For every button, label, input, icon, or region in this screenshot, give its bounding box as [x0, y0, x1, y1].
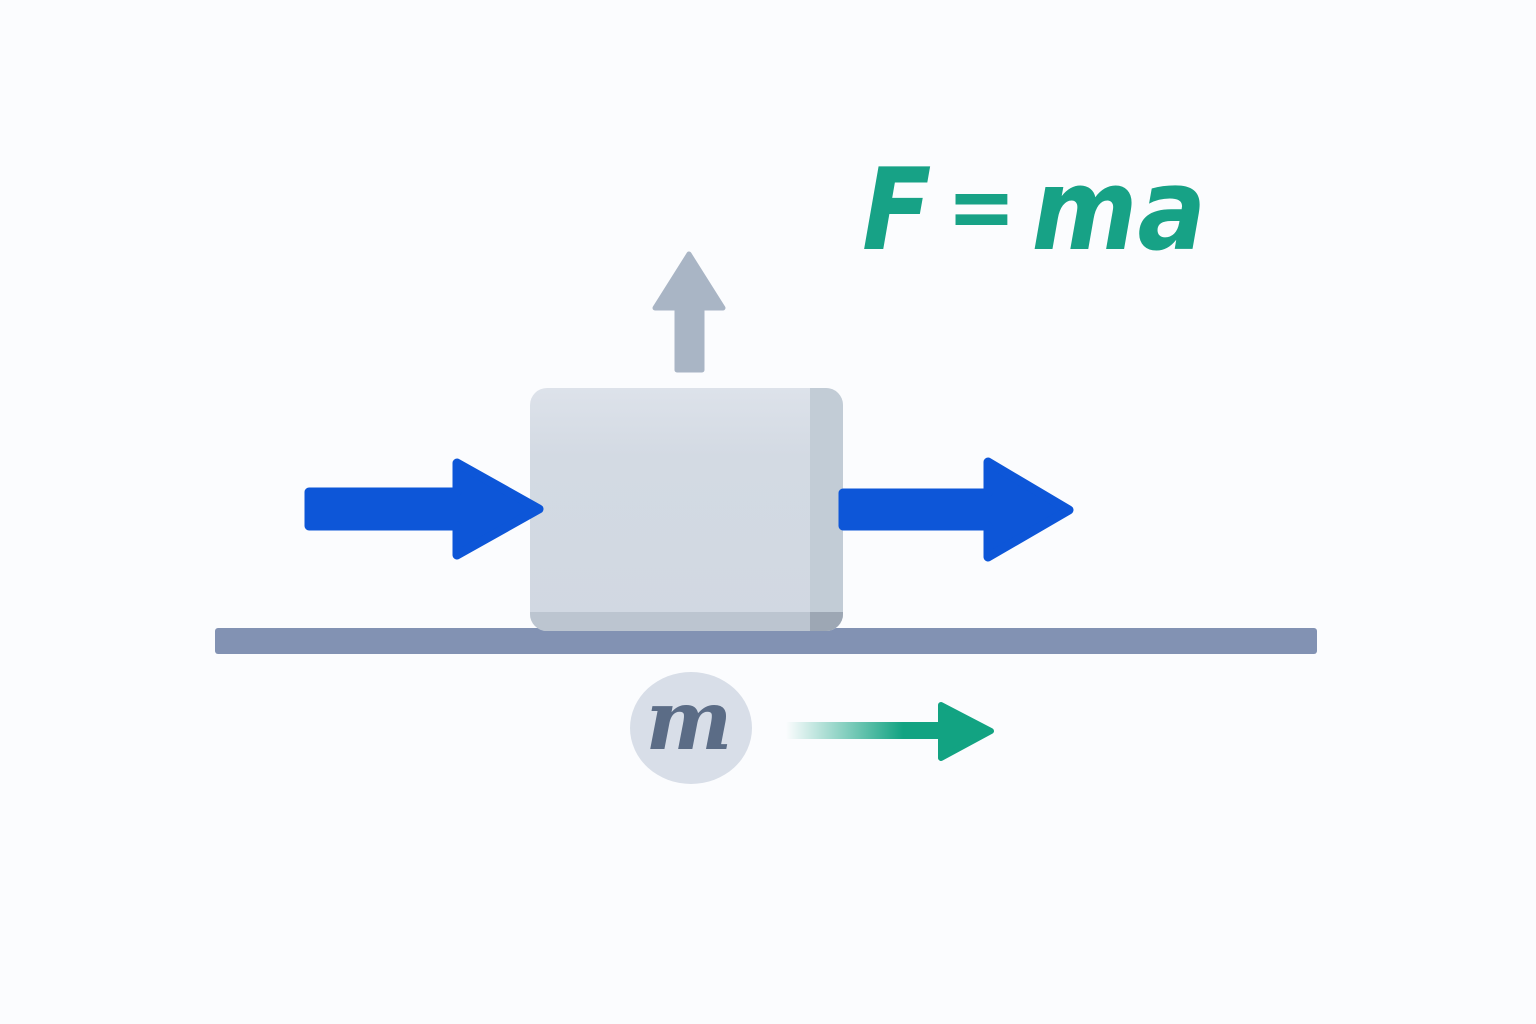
net-force-arrow-icon: [838, 457, 1074, 562]
mass-label: m: [645, 673, 733, 769]
formula-equals: =: [946, 153, 1017, 260]
mass-block-corner-shade: [810, 612, 843, 631]
formula-lhs: F: [862, 143, 932, 276]
acceleration-arrow-icon: [938, 702, 994, 761]
acceleration-arrow-shaft: [786, 722, 942, 739]
mass-block: [530, 388, 843, 631]
applied-force-arrow-icon: [304, 458, 544, 560]
arrow-up-icon: [652, 251, 726, 373]
mass-circle: m: [630, 672, 752, 784]
formula-rhs: ma: [1031, 143, 1207, 276]
mass-block-side-shade: [810, 388, 843, 631]
mass-block-bottom-shade: [530, 612, 843, 631]
ground-surface: [215, 628, 1317, 654]
formula: F = ma: [862, 143, 1207, 276]
